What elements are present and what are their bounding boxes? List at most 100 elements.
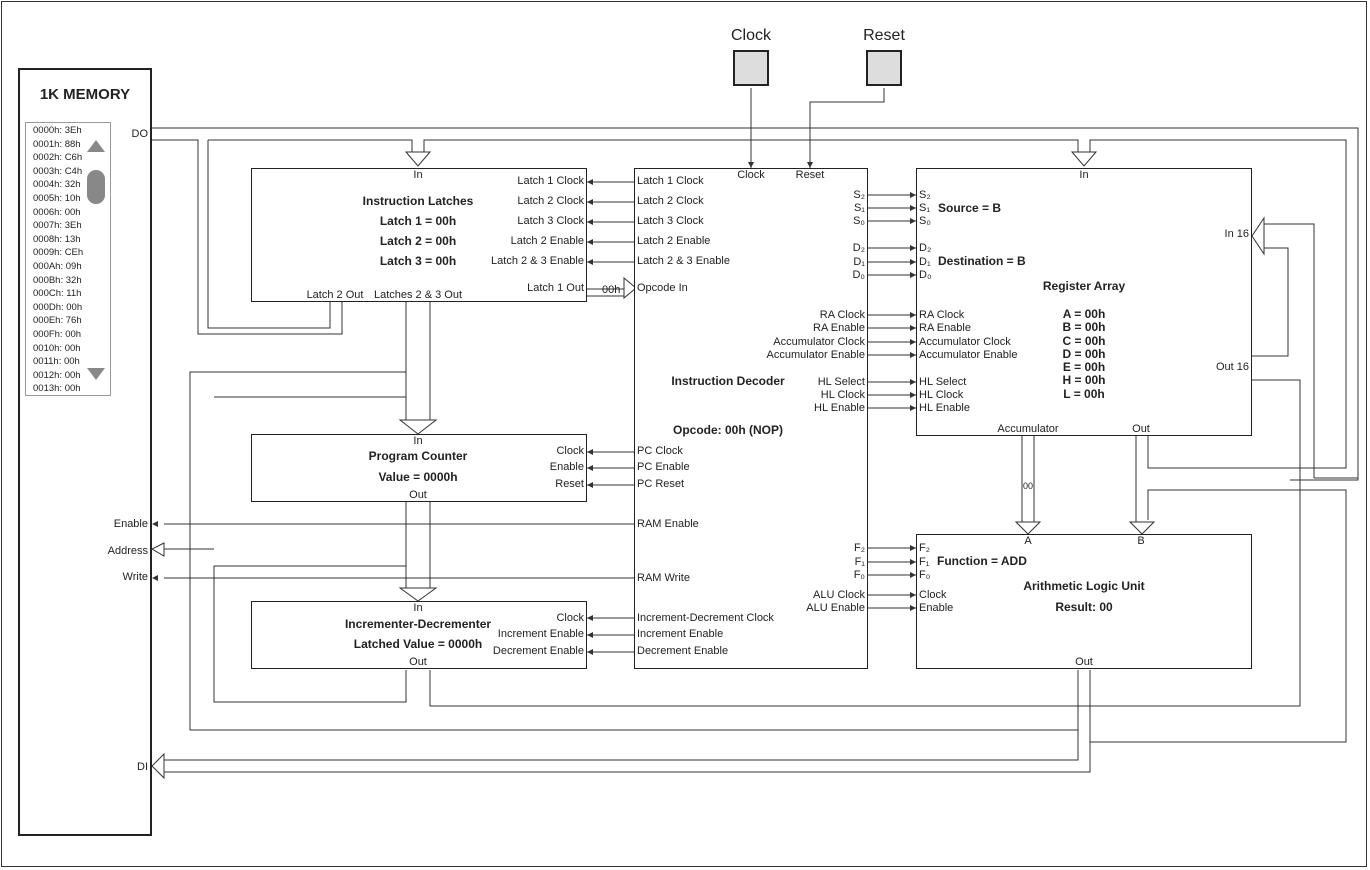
decoder-left-label: Increment-Decrement Clock	[637, 612, 774, 624]
register-value: C = 00h	[1062, 334, 1106, 348]
register-value: B = 00h	[1062, 320, 1106, 334]
registers-out-label: Out	[1132, 423, 1150, 435]
register-value: H = 00h	[1062, 373, 1106, 387]
incdec-value: Latched Value = 0000h	[353, 637, 483, 651]
decoder-left-label: Latch 1 Clock	[637, 175, 704, 187]
list-item: 0007h: 3Eh	[33, 220, 82, 232]
alu-function: Function = ADD	[937, 554, 1027, 568]
decoder-right-label: RA Clock	[819, 309, 865, 321]
list-item: 000Dh: 00h	[33, 301, 83, 313]
registers-s-label: S₂	[919, 189, 931, 201]
decoder-right-label: HL Enable	[814, 402, 865, 414]
register-value: E = 00h	[1062, 360, 1106, 374]
decoder-right-label: S₂	[853, 189, 865, 201]
memory-list[interactable]: 0000h: 3Eh 0001h: 88h 0002h: C6h 0003h: …	[25, 122, 111, 396]
list-item: 000Ch: 11h	[33, 288, 82, 300]
decoder-right-label: D₀	[852, 269, 865, 281]
registers-title: Register Array	[1042, 279, 1126, 293]
decoder-reset-label: Reset	[795, 169, 825, 181]
accumulator-bus-value: 00	[1023, 481, 1034, 491]
list-item: 0005h: 10h	[33, 193, 81, 204]
decoder-right-label: F₂	[854, 542, 865, 554]
reset-button[interactable]	[866, 50, 902, 86]
reset-label: Reset	[863, 27, 905, 44]
pc-input: Reset	[555, 478, 584, 490]
alu-out-label: Out	[1075, 656, 1093, 668]
scroll-thumb[interactable]	[87, 170, 105, 204]
decoder-right-label: S₁	[853, 202, 865, 214]
latch1-out-label: Latch 1 Out	[527, 282, 584, 294]
clock-label: Clock	[730, 27, 772, 44]
alu-result: Result: 00	[1055, 600, 1113, 614]
alu-input: Clock	[919, 589, 947, 601]
decoder-right-label: Accumulator Clock	[773, 336, 865, 348]
list-item: 0012h: 00h	[33, 369, 81, 381]
decoder-right-label: F₀	[853, 569, 865, 581]
decoder-left-label: Latch 2 & 3 Enable	[637, 255, 730, 267]
decoder-left-label: PC Enable	[637, 461, 690, 473]
incdec-input: Decrement Enable	[492, 645, 584, 657]
latches-in-label: In	[413, 169, 423, 181]
latch1-value: Latch 1 = 00h	[379, 214, 457, 228]
decoder-left-label: Latch 2 Clock	[637, 195, 704, 207]
list-item: 0002h: C6h	[33, 152, 83, 164]
clock-button[interactable]	[733, 50, 769, 86]
registers-in16-label: In 16	[1224, 228, 1249, 240]
decoder-left-label: PC Clock	[637, 445, 683, 457]
register-value: A = 00h	[1062, 307, 1106, 321]
pc-out-label: Out	[409, 489, 427, 501]
decoder-right-label: HL Select	[817, 376, 865, 388]
latch2-out-label: Latch 2 Out	[306, 289, 364, 301]
opcode-bus-value: 00h	[602, 284, 621, 296]
list-item: 000Eh: 76h	[33, 315, 82, 327]
registers-source: Source = B	[938, 201, 1002, 215]
registers-in-label: In	[1079, 169, 1089, 181]
pc-in-label: In	[413, 435, 423, 447]
latches-title: Instruction Latches	[362, 194, 474, 208]
decoder-left-label: Latch 3 Clock	[637, 215, 704, 227]
list-item: 0001h: 88h	[33, 138, 81, 150]
decoder-left-label: RAM Write	[637, 572, 690, 584]
decoder-opcode: Opcode: 00h (NOP)	[672, 423, 784, 437]
alu-f-label: F₂	[919, 542, 930, 554]
incrementer-decrementer-block	[251, 601, 587, 669]
scroll-down-icon[interactable]	[87, 367, 105, 381]
list-item: 0003h: C4h	[33, 165, 83, 177]
registers-destination: Destination = B	[938, 254, 1026, 268]
alu-block	[916, 534, 1252, 669]
registers-ra-input: RA Clock	[919, 309, 965, 321]
memory-do-label: DO	[131, 128, 149, 140]
incdec-in-label: In	[413, 602, 423, 614]
list-item: 0010h: 00h	[33, 342, 81, 354]
latches23-out-label: Latches 2 & 3 Out	[373, 289, 463, 301]
alu-f-label: F₁	[919, 556, 930, 568]
decoder-right-label: D₂	[852, 242, 865, 254]
pc-input: Clock	[556, 445, 584, 457]
registers-d-label: D₁	[919, 256, 931, 268]
pc-title: Program Counter	[368, 449, 468, 463]
decoder-opcode-in-label: Opcode In	[637, 282, 688, 294]
scroll-up-icon[interactable]	[87, 139, 105, 153]
pc-input: Enable	[549, 461, 584, 473]
latches-input: Latch 2 Enable	[510, 235, 584, 247]
decoder-right-label: F₁	[854, 556, 865, 568]
memory-write-label: Write	[122, 571, 148, 583]
registers-ra-input: Accumulator Enable	[919, 349, 1018, 361]
decoder-left-label: Latch 2 Enable	[637, 235, 711, 247]
latch2-value: Latch 2 = 00h	[379, 234, 457, 248]
registers-out16-label: Out 16	[1215, 361, 1249, 373]
list-item: 0011h: 00h	[33, 356, 80, 368]
decoder-right-label: D₁	[853, 256, 865, 268]
register-array-block	[916, 168, 1252, 436]
registers-ra-input: Accumulator Clock	[919, 336, 1011, 348]
list-item: 0009h: CEh	[33, 247, 84, 259]
incdec-title: Incrementer-Decrementer	[344, 617, 492, 631]
list-item: 0004h: 32h	[33, 179, 81, 191]
list-item: 000Bh: 32h	[33, 274, 82, 286]
list-item: 0013h: 00h	[33, 383, 81, 395]
decoder-left-label: RAM Enable	[637, 518, 699, 530]
decoder-title: Instruction Decoder	[671, 374, 785, 388]
list-item: 000Fh: 00h	[33, 329, 82, 340]
registers-hl-input: HL Clock	[919, 389, 964, 401]
